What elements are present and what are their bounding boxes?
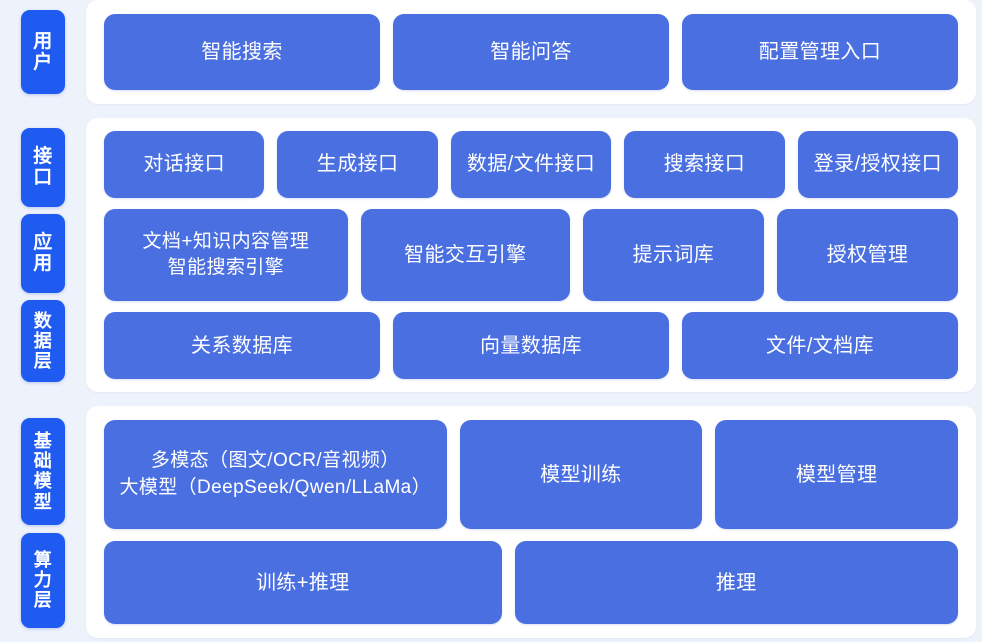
card-doc-knowledge-management[interactable]: 文档+知识内容管理 智能搜索引擎: [104, 208, 348, 302]
card-smart-qa[interactable]: 智能问答: [393, 14, 669, 90]
layer-rail-middle: 接 口 应 用 数 据 层: [0, 118, 86, 392]
card-smart-search[interactable]: 智能搜索: [104, 14, 380, 90]
card-multimodal-large-model[interactable]: 多模态（图文/OCR/音视频） 大模型（DeepSeek/Qwen/LLaMa）: [104, 420, 447, 530]
card-authorization-management[interactable]: 授权管理: [776, 208, 959, 302]
section-middle: 接 口 应 用 数 据 层 对话接口 生成接口 数据/文件接口 搜索接口 登录/…: [0, 118, 982, 392]
card-smart-interaction-engine[interactable]: 智能交互引擎: [360, 208, 570, 302]
layer-rail-users: 用 户: [0, 0, 86, 104]
layer-tab-interface[interactable]: 接 口: [21, 128, 65, 207]
card-model-training[interactable]: 模型训练: [459, 420, 703, 530]
layer-tab-application[interactable]: 应 用: [21, 213, 65, 293]
row-application-modules: 文档+知识内容管理 智能搜索引擎 智能交互引擎 提示词库 授权管理: [104, 208, 959, 302]
card-data-file-api[interactable]: 数据/文件接口: [450, 131, 612, 198]
card-vector-database[interactable]: 向量数据库: [393, 312, 669, 379]
card-login-auth-api[interactable]: 登录/授权接口: [797, 131, 959, 198]
layer-tab-users[interactable]: 用 户: [21, 10, 65, 94]
card-model-management[interactable]: 模型管理: [715, 420, 959, 530]
row-data-stores: 关系数据库 向量数据库 文件/文档库: [104, 312, 958, 379]
row-user-entries: 智能搜索 智能问答 配置管理入口: [104, 14, 958, 90]
card-training-and-inference[interactable]: 训练+推理: [104, 541, 502, 624]
card-prompt-library[interactable]: 提示词库: [582, 208, 764, 302]
card-relational-database[interactable]: 关系数据库: [104, 312, 380, 379]
panel-users: 智能搜索 智能问答 配置管理入口: [86, 0, 976, 104]
card-generation-api[interactable]: 生成接口: [277, 131, 438, 198]
card-config-management-entry[interactable]: 配置管理入口: [682, 14, 958, 90]
card-search-api[interactable]: 搜索接口: [624, 131, 785, 198]
section-base: 基 础 模 型 算 力 层 多模态（图文/OCR/音视频） 大模型（DeepSe…: [0, 406, 982, 638]
card-dialog-api[interactable]: 对话接口: [104, 131, 265, 198]
layer-tab-data[interactable]: 数 据 层: [21, 299, 65, 382]
layer-rail-base: 基 础 模 型 算 力 层: [0, 406, 86, 638]
row-interface-apis: 对话接口 生成接口 数据/文件接口 搜索接口 登录/授权接口: [104, 131, 959, 198]
layer-tab-compute[interactable]: 算 力 层: [21, 532, 65, 628]
card-file-document-store[interactable]: 文件/文档库: [682, 312, 958, 379]
card-inference[interactable]: 推理: [514, 541, 958, 624]
row-model-capabilities: 多模态（图文/OCR/音视频） 大模型（DeepSeek/Qwen/LLaMa）…: [104, 420, 959, 530]
row-compute-resources: 训练+推理 推理: [104, 541, 958, 624]
section-users: 用 户 智能搜索 智能问答 配置管理入口: [0, 0, 982, 104]
panel-middle: 对话接口 生成接口 数据/文件接口 搜索接口 登录/授权接口 文档+知识内容管理…: [86, 118, 976, 392]
layer-tab-foundation-model[interactable]: 基 础 模 型: [21, 418, 65, 525]
panel-base: 多模态（图文/OCR/音视频） 大模型（DeepSeek/Qwen/LLaMa）…: [86, 406, 976, 638]
